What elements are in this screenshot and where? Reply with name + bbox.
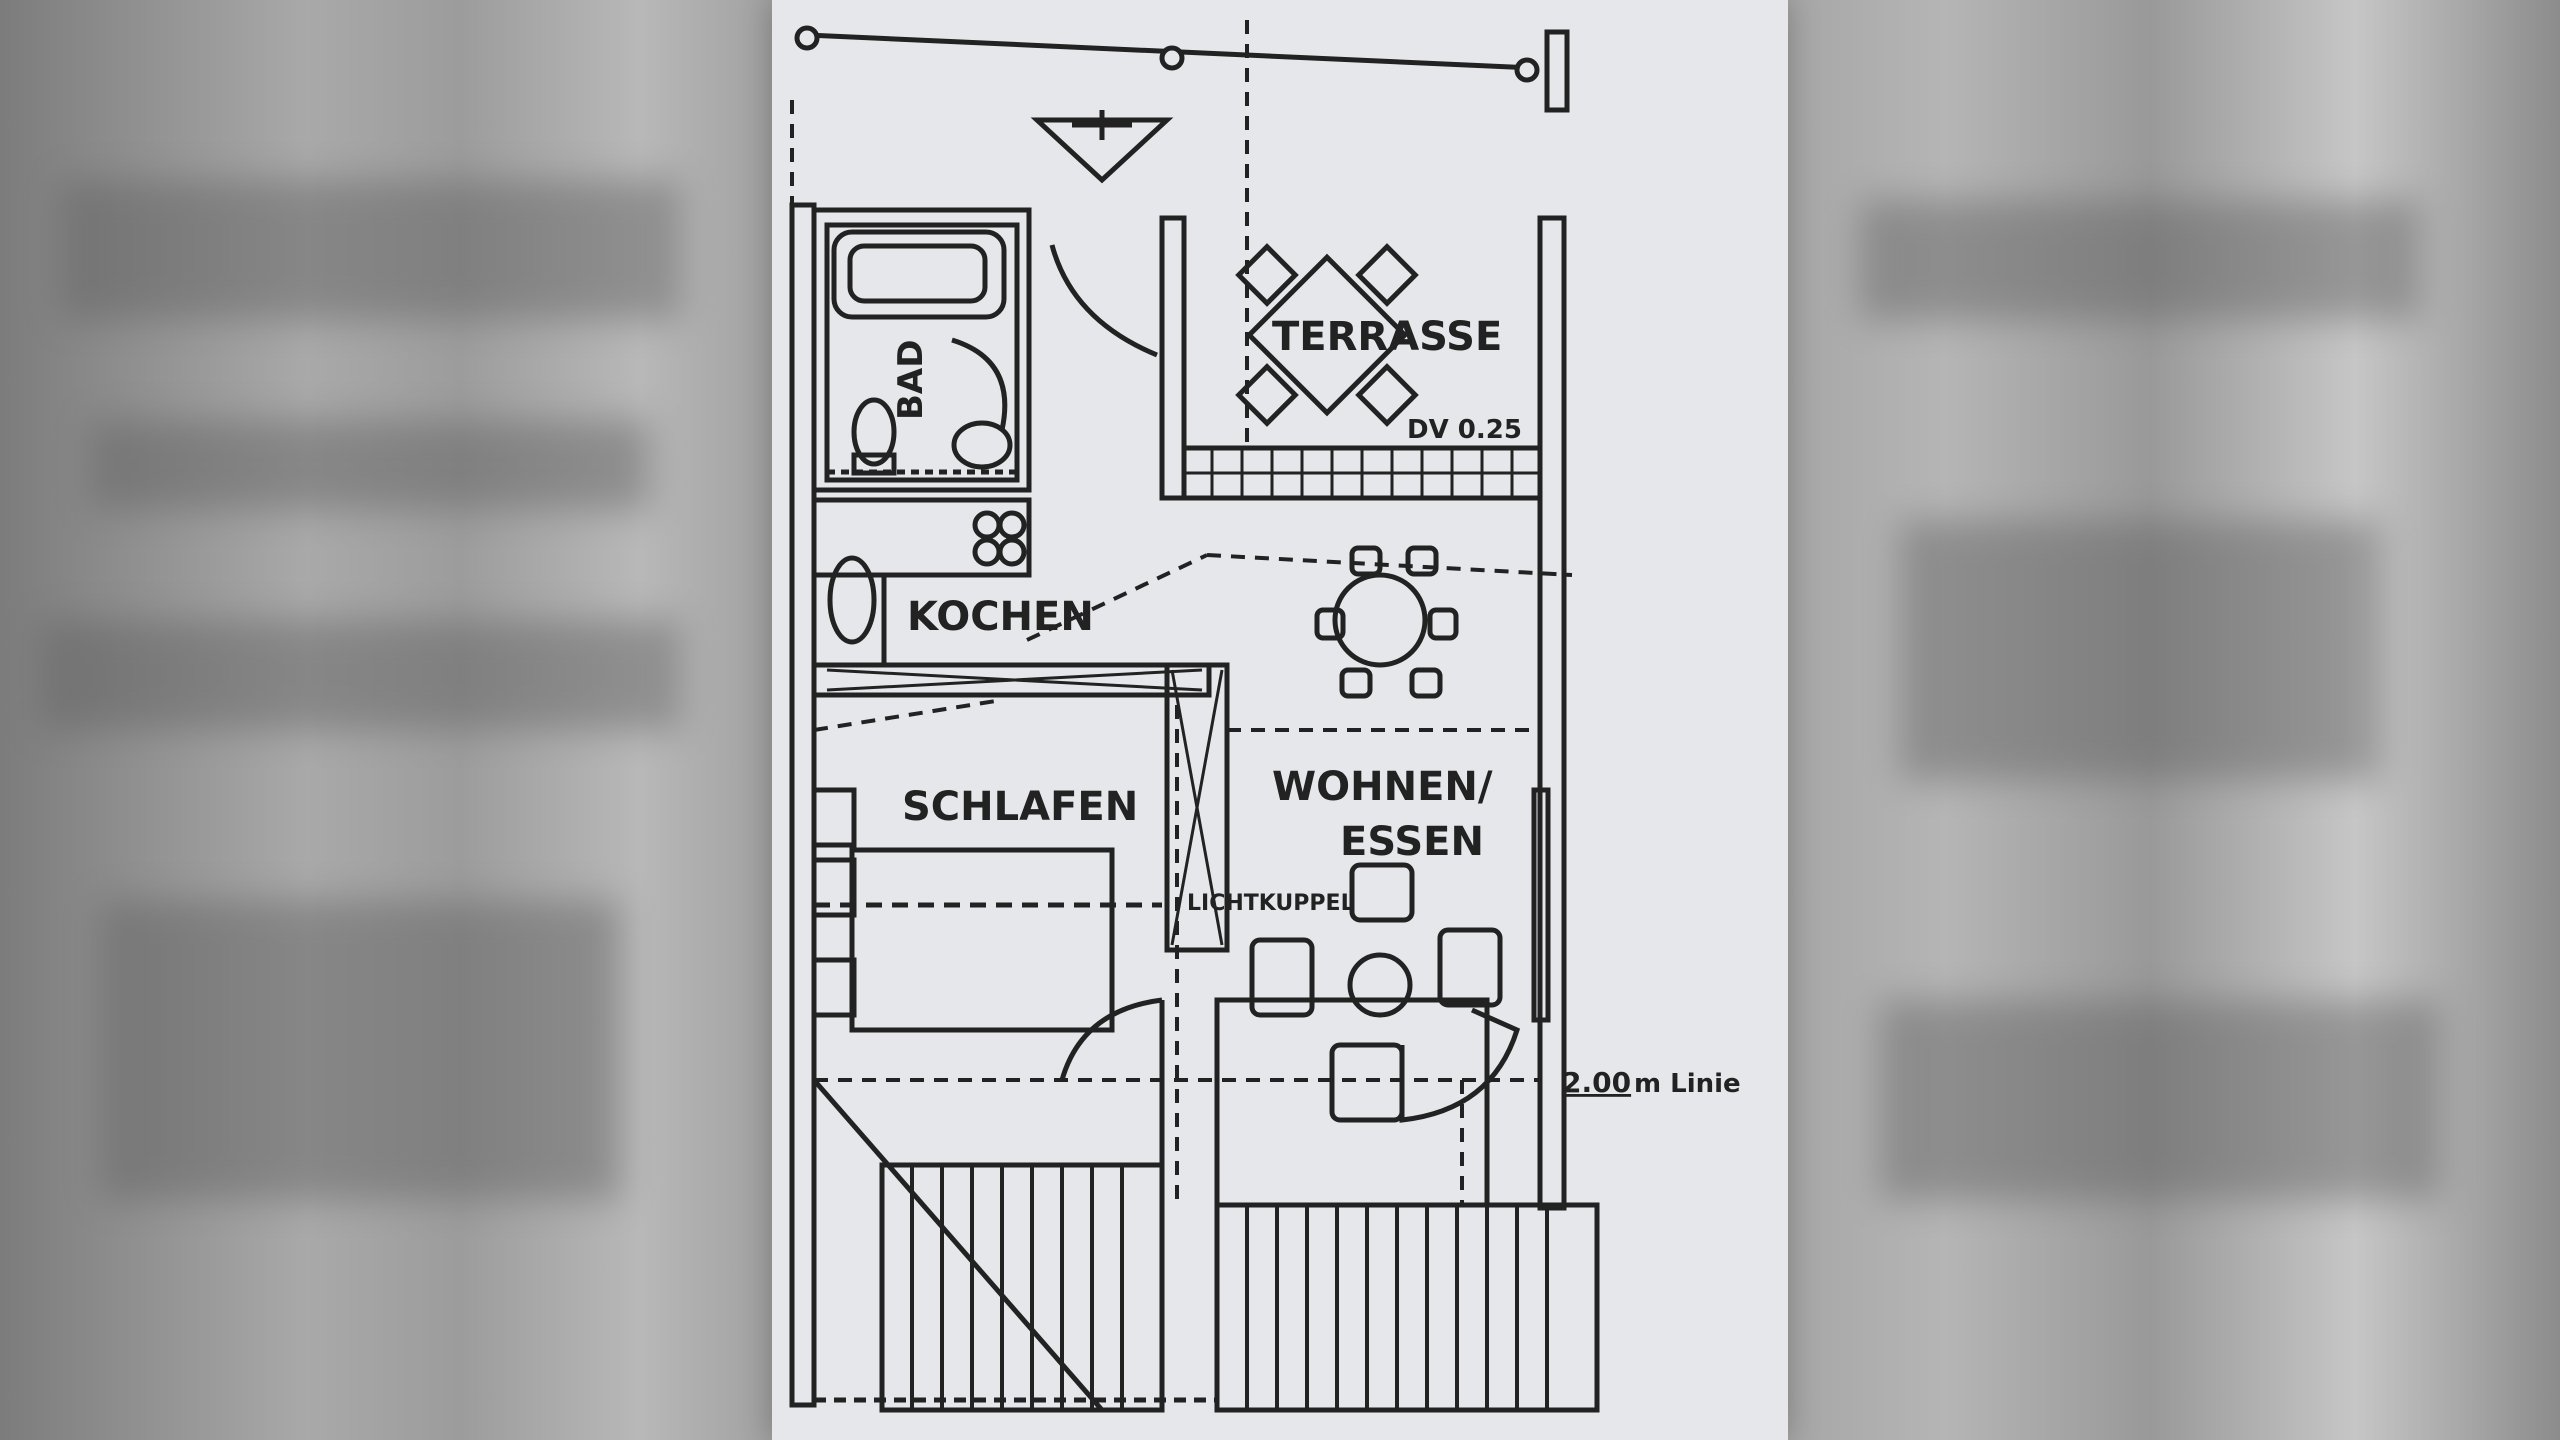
bed <box>849 847 1115 1033</box>
room-label-kochen: KOCHEN <box>907 594 1094 640</box>
stove-burner <box>997 510 1027 540</box>
blur-shape <box>90 420 650 510</box>
sofa-segment <box>1437 927 1503 1008</box>
room-label-essen: ESSEN <box>1340 819 1484 865</box>
blur-shape <box>60 180 680 320</box>
terrace-chair <box>1355 363 1419 427</box>
blur-shape <box>1860 200 2420 320</box>
stove-burner <box>972 537 1002 567</box>
terrace-chair <box>1235 363 1299 427</box>
floor-plan-sheet: BAD TERRASSE DV 0.25 KOCHEN SCHLAFEN WOH… <box>772 0 1788 1440</box>
beam-end <box>1544 29 1570 113</box>
annotation-lichtkuppel: LICHTKUPPEL <box>1187 891 1355 916</box>
bathtub <box>831 229 1007 320</box>
sofa-corner <box>1399 1007 1521 1123</box>
room-label-terrasse: TERRASSE <box>1272 314 1502 360</box>
terrace-table <box>1245 253 1409 417</box>
annotation-linie-value: 2.00 <box>1562 1066 1631 1099</box>
dining-chair <box>1405 545 1439 577</box>
terrace-right-wall <box>1537 215 1567 1211</box>
armchair <box>1349 862 1415 923</box>
blur-shape <box>40 620 680 730</box>
right-window <box>1531 787 1551 1023</box>
dining-chair <box>1349 545 1383 577</box>
kitchen-sink <box>827 555 877 645</box>
dining-chair <box>1409 667 1443 699</box>
sofa-segment <box>1329 1042 1405 1123</box>
wardrobe <box>1164 662 1230 953</box>
dining-table <box>1332 572 1428 668</box>
beam-node <box>1514 57 1540 83</box>
bedroom-door <box>1059 997 1163 1081</box>
beam-node <box>1159 45 1185 71</box>
stair-diagonal <box>812 1078 1104 1412</box>
stove-burner <box>972 510 1002 540</box>
bath-inner <box>824 222 1020 483</box>
dining-chair <box>1314 607 1346 641</box>
bath-wall <box>811 207 1032 493</box>
pillow <box>811 857 857 918</box>
dash-line <box>1026 553 1208 642</box>
pillow <box>811 957 857 1018</box>
beam-node <box>794 25 820 51</box>
floor-plan-drawing: BAD TERRASSE DV 0.25 KOCHEN SCHLAFEN WOH… <box>789 20 1741 1413</box>
dining-chair <box>1427 607 1459 641</box>
blur-shape <box>1880 1000 2440 1200</box>
dash-line <box>813 698 1003 732</box>
sink <box>951 420 1013 470</box>
room-label-schlafen: SCHLAFEN <box>902 784 1138 830</box>
pillow <box>811 787 857 848</box>
blur-shape <box>1900 520 2380 780</box>
bath-door <box>951 337 1008 431</box>
armchair <box>1249 937 1315 1018</box>
room-label-bad: BAD <box>891 340 931 420</box>
room-label-wohnen: WOHNEN/ <box>1272 764 1493 810</box>
blur-shape <box>100 900 620 1200</box>
stair-block-left <box>879 1162 1165 1413</box>
stove-burner <box>997 537 1027 567</box>
living-bay <box>1214 997 1490 1208</box>
terrace-chair <box>1235 243 1299 307</box>
outer-wall-left <box>789 202 817 1408</box>
stair-block-right <box>1214 1202 1600 1413</box>
bedroom-wall <box>811 662 1212 698</box>
wall-stub <box>1159 215 1187 501</box>
dash-line <box>1206 553 1573 577</box>
annotation-linie-unit: m Linie <box>1634 1069 1741 1099</box>
toilet <box>851 397 897 467</box>
annotation-dv: DV 0.25 <box>1407 415 1522 445</box>
dining-chair <box>1339 667 1373 699</box>
entry-door <box>1049 244 1158 358</box>
coffee-table <box>1347 952 1413 1018</box>
kitchen-counter <box>811 497 1032 578</box>
terrace-chair <box>1355 243 1419 307</box>
